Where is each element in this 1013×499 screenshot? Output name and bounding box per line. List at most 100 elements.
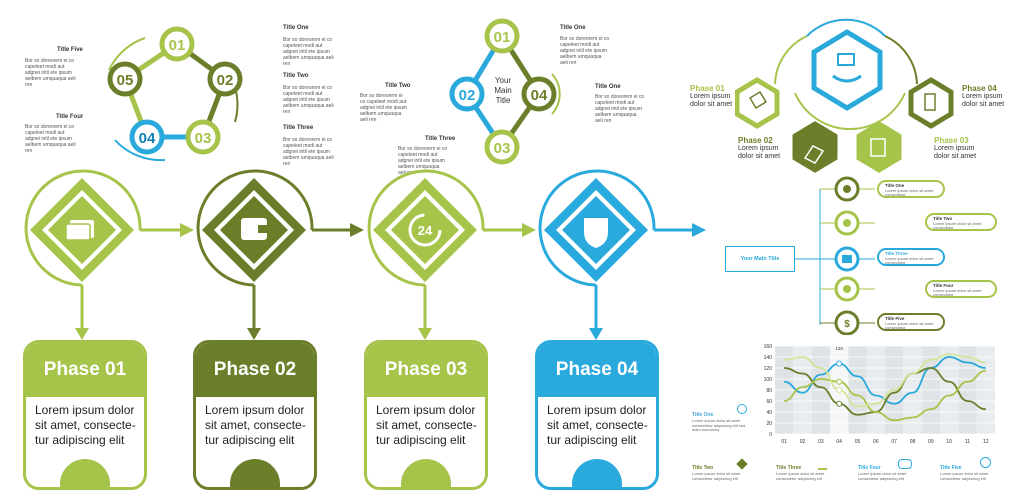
hex-phase03-label: Phase 03 <box>934 136 969 145</box>
phase-card-03: Phase 03 Lorem ipsum dolor sit amet, con… <box>364 340 488 490</box>
tree-icon-5: $ <box>834 310 860 335</box>
purse-icon <box>241 218 267 240</box>
pentagon-desc-one: Bor so doreorem ei co capeleet modi aut … <box>283 37 334 67</box>
tree-icon-1 <box>834 176 860 202</box>
pentagon-desc-three: Bor so doreorem ei co capeleet modi aut … <box>283 137 334 167</box>
legend-icon-2 <box>736 458 748 470</box>
legend-icon-1 <box>737 404 747 414</box>
pentagon-desc-four: Bor so doreorem ei co capeleet modi aut … <box>25 124 76 154</box>
legend-title-3: Title Three <box>776 465 802 471</box>
svg-text:$: $ <box>844 319 850 330</box>
hex-phase02-label: Phase 02 <box>738 136 773 145</box>
diamond-title-four: Title One <box>595 84 621 90</box>
svg-text:02: 02 <box>459 87 476 104</box>
phase-card-04: Phase 04 Lorem ipsum dolor sit amet, con… <box>535 340 659 490</box>
diamond-desc-two: Bor so doreorem ei co capeleet modi aut … <box>360 93 407 123</box>
hex-phase01-label: Phase 01 <box>690 84 725 93</box>
hexagon-center <box>811 29 883 111</box>
y-tick-label: 140 <box>764 355 773 361</box>
x-tick-label: 01 <box>781 439 787 445</box>
svg-text:05: 05 <box>117 72 134 89</box>
diamond-node-04: 04 <box>521 76 557 112</box>
chart-series-line-4 <box>784 353 986 408</box>
phase-card-04-title: Phase 04 <box>538 343 656 397</box>
hex-phase01-text: Lorem ipsum dolor sit amet <box>690 93 733 108</box>
chart-series-marker-4 <box>836 387 843 393</box>
x-tick-label: 12 <box>983 439 989 445</box>
tree-connectors: $ <box>795 176 875 335</box>
x-tick-label: 07 <box>891 439 897 445</box>
pentagon-node-05: 05 <box>107 61 143 97</box>
diamond-node-03: 03 <box>484 129 520 165</box>
legend-desc-5: Lorem ipsum dolor sit amet consectetur a… <box>940 471 989 481</box>
diamond-title-two: Title Two <box>385 83 411 89</box>
diamond-title-three: Title Three <box>425 136 456 142</box>
process-step-01 <box>24 169 142 340</box>
pentagon-node-03: 03 <box>185 119 221 155</box>
phase-card-01-title: Phase 01 <box>26 343 144 397</box>
svg-text:04: 04 <box>139 130 156 147</box>
y-tick-label: 0 <box>769 432 772 438</box>
svg-text:01: 01 <box>169 37 186 54</box>
pentagon-diagram: 01 02 03 04 05 <box>107 26 243 162</box>
phase-card-01-body: Lorem ipsum dolor sit amet, consecte-tur… <box>35 403 136 447</box>
legend-desc-4: Lorem ipsum dolor sit amet consectetur a… <box>858 471 907 481</box>
pentagon-node-04: 04 <box>129 119 165 155</box>
tree-icon-4 <box>834 276 860 302</box>
diamond-node-01: 01 <box>484 18 520 54</box>
legend-desc-3: Lorem ipsum dolor sit amet consectetur a… <box>776 471 825 481</box>
process-step-04 <box>538 169 656 340</box>
pentagon-title-five: Title Five <box>57 47 83 53</box>
diamond-title-one: Title One <box>560 25 586 31</box>
y-tick-label: 80 <box>766 388 772 394</box>
pentagon-desc-five: Bor so doreorem ei co capeleet modi aut … <box>25 58 76 88</box>
pentagon-title-two: Title Two <box>283 73 309 79</box>
chart-series-marker-3 <box>836 378 843 385</box>
phase-card-03-title: Phase 03 <box>367 343 485 397</box>
phase-card-04-bump <box>572 459 622 487</box>
phase-card-04-body: Lorem ipsum dolor sit amet, consecte-tur… <box>547 403 648 447</box>
x-tick-label: 06 <box>873 439 879 445</box>
hexagon-phase-01 <box>735 77 780 129</box>
diamond-desc-one: Bor so doreorem ei co capeleet modi aut … <box>560 36 610 66</box>
phase-card-02-title: Phase 02 <box>196 343 314 397</box>
legend-desc-2: Lorem ipsum dolor sit amet consectetur a… <box>692 471 741 481</box>
x-tick-label: 08 <box>910 439 916 445</box>
x-tick-label: 05 <box>855 439 861 445</box>
x-tick-label: 02 <box>800 439 806 445</box>
diamond-diagram: 01 02 04 03 <box>449 18 561 165</box>
svg-text:02: 02 <box>217 72 234 89</box>
tree-icon-2 <box>834 210 860 236</box>
phase-card-03-bump <box>401 459 451 487</box>
legend-title-4: Title Four <box>858 465 881 471</box>
pentagon-desc-two: Bor so doreorem ei co capeleet modi aut … <box>283 85 334 115</box>
svg-text:03: 03 <box>494 140 511 157</box>
legend-desc-1: Lorem ipsum dolor sit amet consectetur a… <box>692 418 746 432</box>
y-tick-label: 20 <box>766 421 772 427</box>
x-tick-label: 11 <box>965 439 970 445</box>
hex-phase04-text: Lorem ipsum dolor sit amet <box>962 93 1005 108</box>
y-tick-label: 100 <box>764 377 773 383</box>
x-tick-label: 10 <box>946 439 952 445</box>
chart-series-line-2 <box>784 367 986 416</box>
phase-card-02-body: Lorem ipsum dolor sit amet, consecte-tur… <box>205 403 306 447</box>
hexagon-phase-02 <box>792 121 838 173</box>
hex-phase03-text: Lorem ipsum dolor sit amet <box>934 145 977 160</box>
phase-card-01-bump <box>60 459 110 487</box>
svg-text:03: 03 <box>195 130 212 147</box>
handshake-icon <box>832 74 862 83</box>
x-tick-label: 09 <box>928 439 934 445</box>
diamond-node-02: 02 <box>449 76 485 112</box>
chart-series-marker-1 <box>836 360 843 367</box>
chart-series-marker-2 <box>836 400 843 407</box>
diamond-center-title: Your Main Title <box>494 76 512 105</box>
legend-title-1: Title One <box>692 412 714 418</box>
chart-series-line-1 <box>784 356 986 405</box>
hex-phase04-label: Phase 04 <box>962 84 997 93</box>
legend-title-5: Title Five <box>940 465 962 471</box>
pentagon-node-02: 02 <box>207 61 243 97</box>
